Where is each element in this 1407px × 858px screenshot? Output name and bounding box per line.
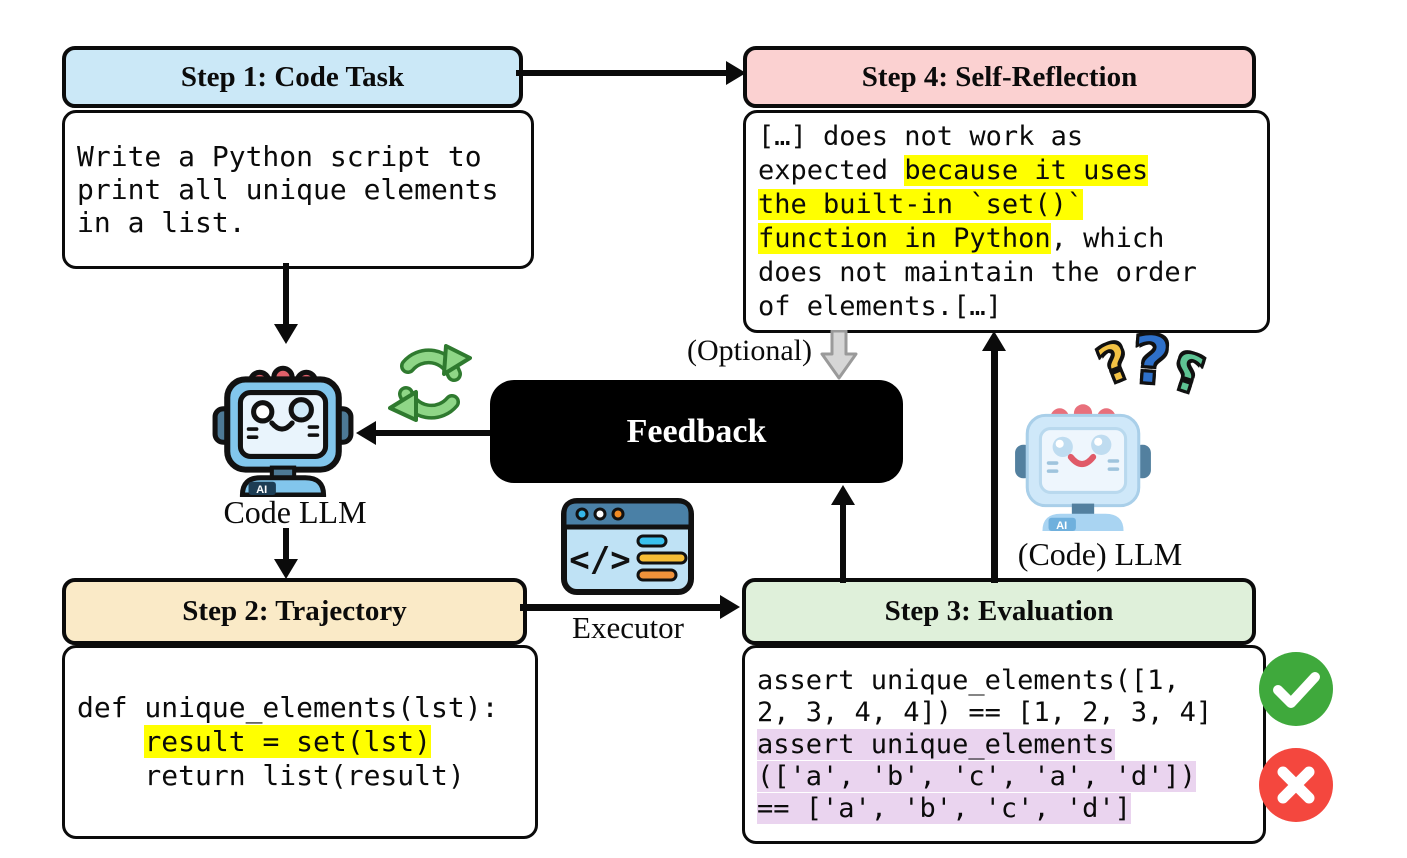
executor-label: Executor	[572, 610, 684, 645]
feedback-label: Feedback	[626, 412, 767, 450]
step2-title: Step 2: Trajectory	[182, 595, 407, 627]
reflection-llm-robot-icon: AI	[1015, 404, 1151, 532]
task-text-line: in a list.	[77, 206, 246, 239]
assert-pass-line: 2, 3, 4, 4]) == [1, 2, 3, 4]	[757, 696, 1213, 728]
ai-badge-label: AI	[1056, 520, 1067, 532]
executor-code-window-icon: </>	[561, 498, 694, 595]
reflection-line: function in Python, which	[758, 222, 1165, 254]
refresh-cycle-icon	[388, 344, 472, 422]
reflection-line: does not maintain the order	[758, 256, 1197, 288]
assert-fail-line: assert unique_elements	[757, 728, 1115, 760]
reflection-line: of elements.[…]	[758, 290, 1002, 322]
ai-badge-label: AI	[256, 484, 267, 496]
step3-title: Step 3: Evaluation	[884, 595, 1114, 627]
step3-header: Step 3: Evaluation	[742, 578, 1256, 645]
highlighted-code: result = set(lst)	[144, 725, 432, 758]
step1-title: Step 1: Code Task	[180, 60, 405, 93]
question-mark-icon: ?	[1128, 320, 1174, 402]
step1-header: Step 1: Code Task	[62, 46, 523, 108]
optional-label: (Optional)	[687, 334, 812, 367]
code-line: result = set(lst)	[77, 725, 535, 759]
reflection-line: the built-in `set()`	[758, 188, 1267, 222]
assert-pass-line: assert unique_elements([1,	[757, 664, 1180, 696]
reflection-line: […] does not work as	[758, 120, 1084, 152]
code-llm-right-label: (Code) LLM	[1017, 536, 1183, 572]
step4-title: Step 4: Self-Reflection	[861, 60, 1138, 93]
code-line: def unique_elements(lst):	[77, 691, 499, 724]
question-mark-icon: ?	[1162, 340, 1212, 409]
highlighted-text: the built-in `set()`	[758, 188, 1084, 220]
step2-header: Step 2: Trajectory	[62, 578, 527, 645]
check-circle-icon	[1259, 652, 1333, 726]
step4-header: Step 4: Self-Reflection	[743, 46, 1256, 108]
step2-code-box: def unique_elements(lst): result = set(l…	[62, 645, 538, 839]
highlighted-text: function in Python	[758, 222, 1051, 254]
task-text-line: print all unique elements	[77, 173, 499, 206]
cross-circle-icon	[1259, 748, 1333, 822]
task-text-line: Write a Python script to	[77, 140, 482, 173]
gray-down-block-arrow-icon	[820, 330, 858, 380]
step3-evaluation-box: assert unique_elements([1, 2, 3, 4, 4]) …	[742, 645, 1266, 844]
code-llm-label: Code LLM	[223, 494, 367, 530]
step4-reflection-box: […] does not work as expected because it…	[743, 110, 1270, 333]
assert-fail-line: (['a', 'b', 'c', 'a', 'd'])	[757, 760, 1196, 792]
code-llm-robot-icon: AI	[212, 365, 354, 497]
highlighted-text: because it uses	[904, 154, 1149, 186]
code-glyph: </>	[569, 540, 630, 580]
feedback-box: Feedback	[490, 380, 903, 483]
assert-fail-line: == ['a', 'b', 'c', 'd']	[757, 792, 1131, 824]
step1-task-box: Write a Python script to print all uniqu…	[62, 110, 534, 269]
code-line: return list(result)	[77, 759, 465, 792]
reflection-line: expected because it uses	[758, 154, 1149, 186]
